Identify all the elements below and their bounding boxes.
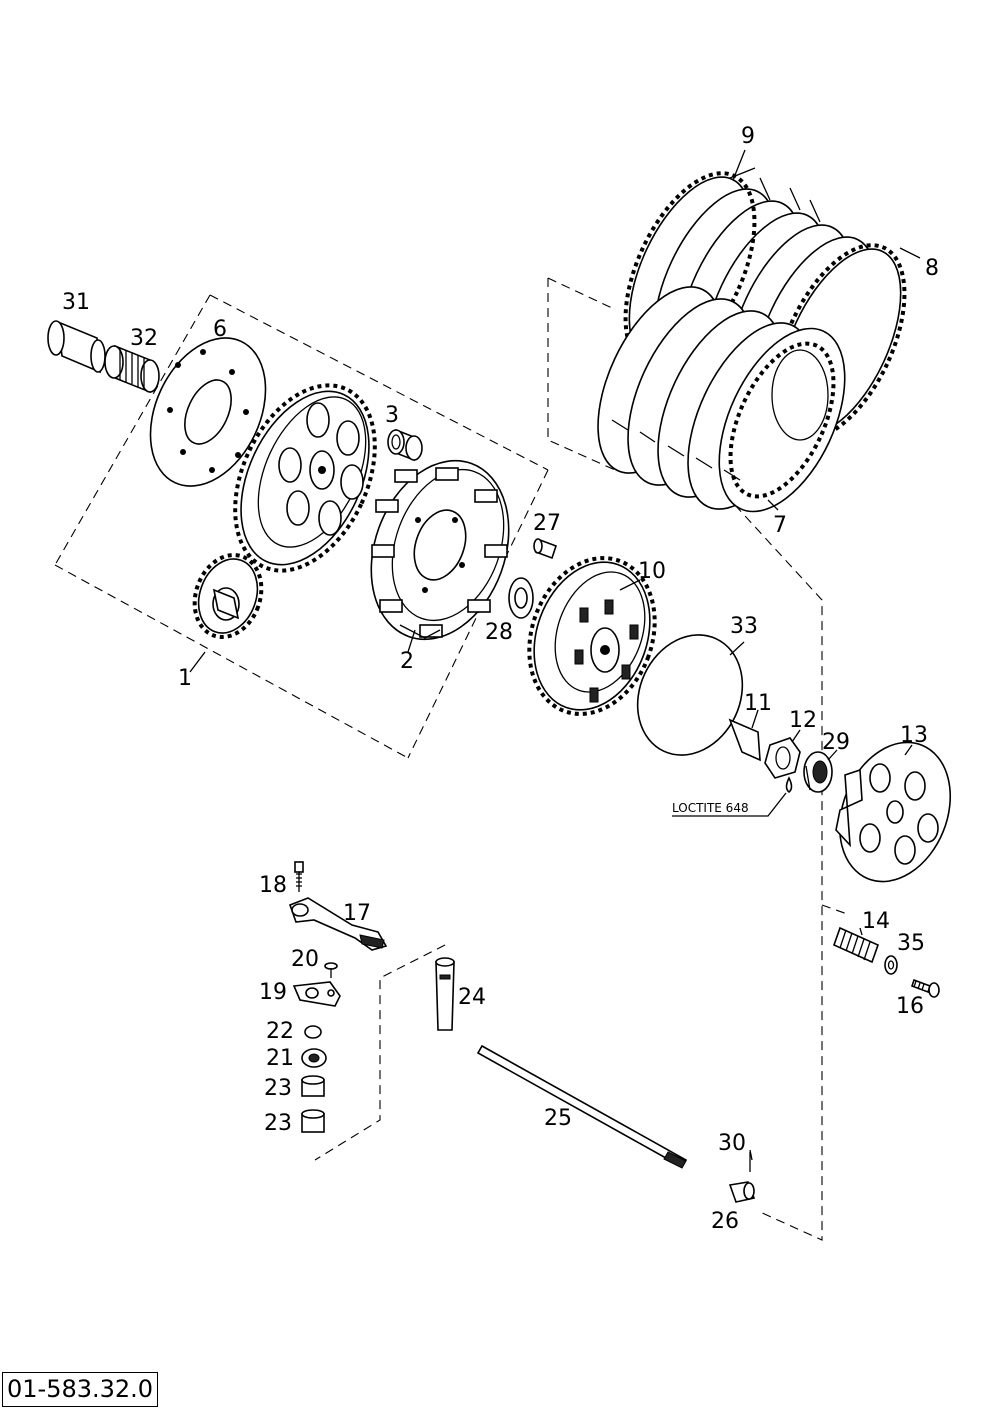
callout-24: 24 [458,985,486,1010]
needle-bearing-part-23-upper [301,1075,325,1097]
diagram-code-label: 01-583.32.0 [2,1372,159,1407]
group-frame-clutch-discs [547,277,616,471]
callout-30: 30 [718,1131,746,1156]
spring-part-14 [833,926,879,964]
pressure-plate-part-13 [835,741,952,883]
small-gear-part-1 [192,553,264,639]
callout-32: 32 [130,326,158,351]
bushing-part-31 [47,320,106,374]
callout-17: 17 [343,901,371,926]
bearing-part-29 [803,751,833,793]
release-shaft-part-24 [435,957,455,1031]
callout-21: 21 [266,1046,294,1071]
group-frame-release-mech [314,944,446,1161]
loctite-leader-line [672,792,787,817]
clutch-disc-stack [597,167,907,513]
callout-13: 13 [900,723,928,748]
callout-labels: 1 2 3 6 7 8 9 10 11 12 13 14 16 17 18 19… [62,124,939,1234]
sleeve-part-3 [387,428,423,462]
callout-25: 25 [544,1106,572,1131]
washer-part-35 [884,955,898,975]
callout-2: 2 [400,649,414,674]
gasket-plate-part-19 [292,981,341,1007]
callout-28: 28 [485,620,513,645]
nut-part-12 [764,737,801,779]
pressure-piece-part-26 [728,1181,756,1203]
callout-11: 11 [744,691,772,716]
group-frame-clutch-basket [54,294,549,759]
callout-35: 35 [897,931,925,956]
thrust-washer-part-6 [149,337,267,487]
callout-26: 26 [711,1209,739,1234]
callout-10: 10 [638,559,666,584]
callout-16: 16 [896,994,924,1019]
callout-7: 7 [773,513,787,538]
callout-33: 33 [730,614,758,639]
seal-part-21 [301,1048,327,1068]
callout-1: 1 [178,666,192,691]
callout-8: 8 [925,256,939,281]
callout-20: 20 [291,947,319,972]
callout-9: 9 [741,124,755,149]
callout-31: 31 [62,290,90,315]
o-ring-part-33 [636,634,744,756]
callout-27: 27 [533,511,561,536]
callout-12: 12 [789,708,817,733]
callout-23-lower: 23 [264,1111,292,1136]
primary-gear [233,383,377,573]
lock-washer-part-11 [728,718,761,762]
callout-3: 3 [385,403,399,428]
callout-19: 19 [259,980,287,1005]
needle-bearing-part-32 [104,344,160,394]
clutch-basket-part-2 [370,459,510,641]
callout-18: 18 [259,873,287,898]
callout-22: 22 [266,1019,294,1044]
washer-part-28 [508,577,534,619]
o-ring-part-22 [304,1025,322,1039]
loctite-drop-icon [785,776,793,794]
bolt-part-16 [910,978,940,998]
clutch-hub-part-10 [527,556,657,716]
loctite-note: LOCTITE 648 [672,801,749,815]
callout-leader-lines [189,149,921,1161]
release-lever-part-17 [288,897,388,951]
group-frame-right-side [734,504,851,1241]
pin-part-27 [533,538,558,560]
callout-6: 6 [213,317,227,342]
callout-14: 14 [862,909,890,934]
screw-part-20 [324,962,338,978]
callout-29: 29 [822,730,850,755]
push-rod-part-25 [476,1044,688,1169]
screw-part-18 [294,861,304,892]
needle-bearing-part-23-lower [301,1109,325,1133]
callout-23-upper: 23 [264,1076,292,1101]
